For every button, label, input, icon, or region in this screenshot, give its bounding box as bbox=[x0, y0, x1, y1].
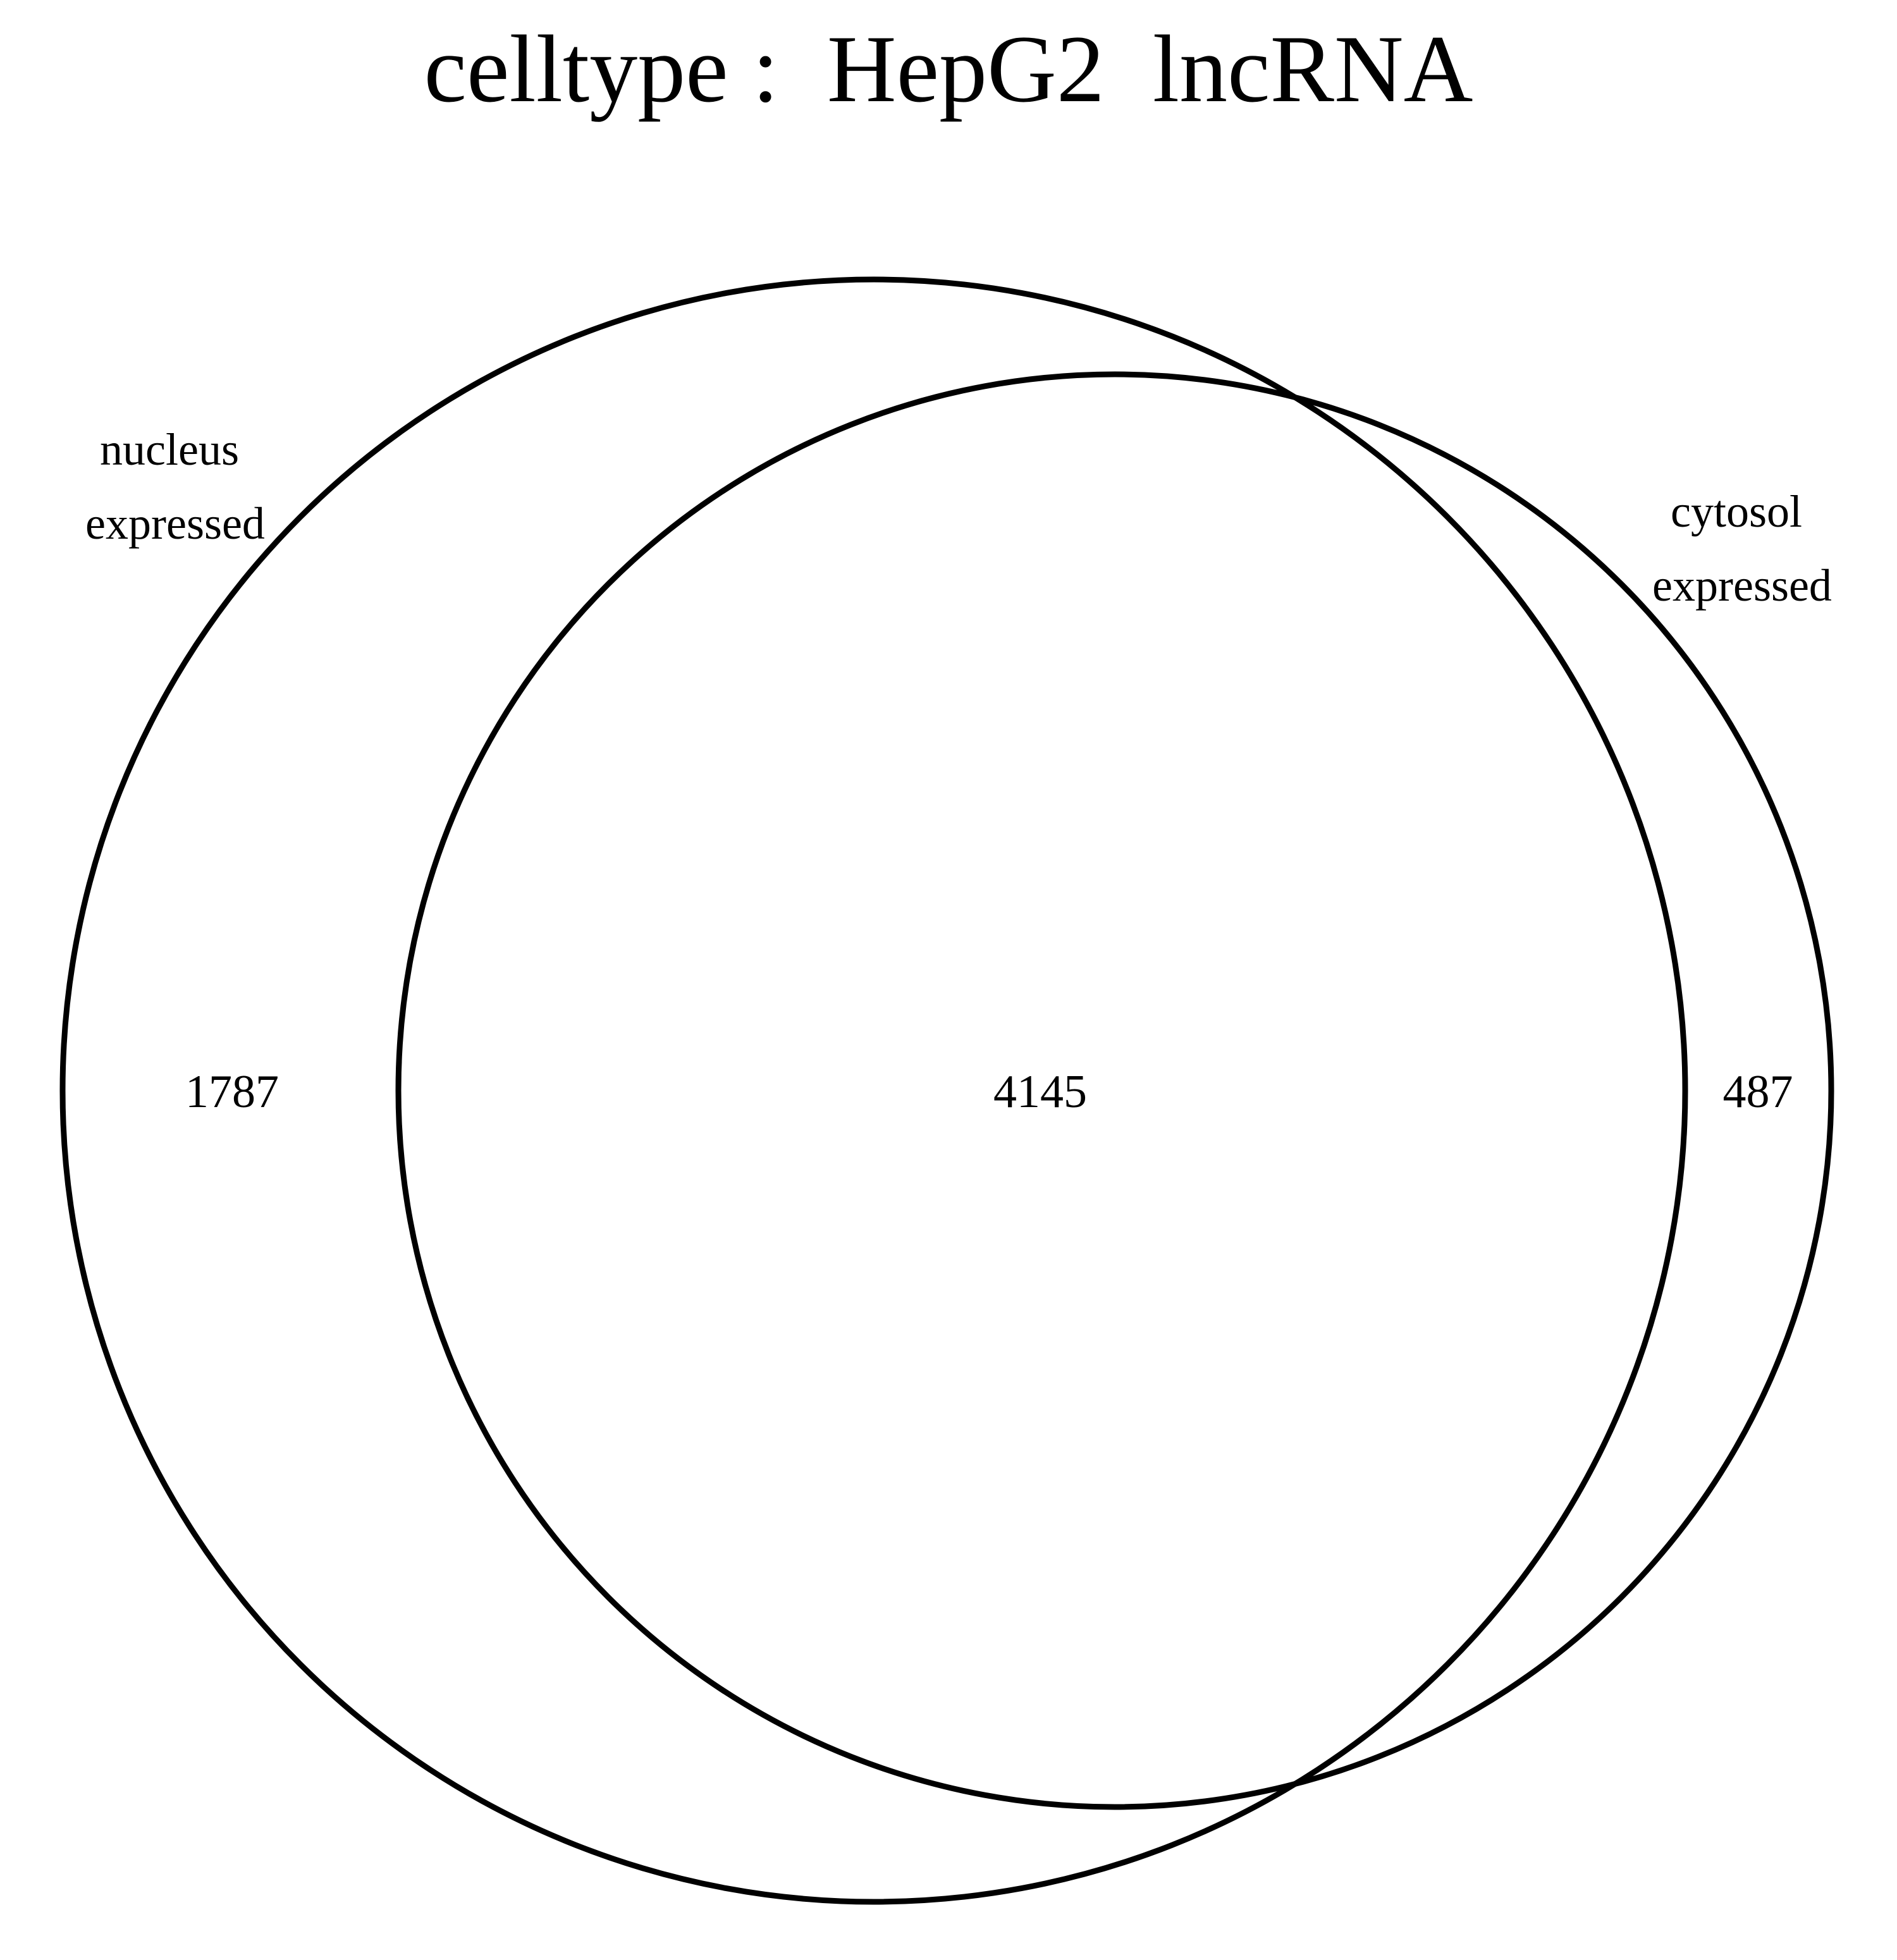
nucleus-circle bbox=[59, 276, 1688, 1905]
intersection-count: 4145 bbox=[993, 1066, 1087, 1118]
diagram-title: celltype : HepG2 lncRNA bbox=[424, 16, 1473, 122]
cytosol-label-line-1: cytosol bbox=[1671, 486, 1802, 537]
nucleus-label-line-1: nucleus bbox=[100, 424, 239, 475]
cytosol-only-count: 487 bbox=[1723, 1066, 1793, 1118]
cytosol-circle bbox=[395, 371, 1834, 1810]
nucleus-label-line-2: expressed bbox=[85, 498, 265, 549]
nucleus-set-label: nucleus expressed bbox=[85, 424, 265, 549]
nucleus-only-count: 1787 bbox=[185, 1066, 279, 1118]
cytosol-set-label: cytosol expressed bbox=[1652, 486, 1832, 611]
cytosol-label-line-2: expressed bbox=[1652, 560, 1832, 611]
